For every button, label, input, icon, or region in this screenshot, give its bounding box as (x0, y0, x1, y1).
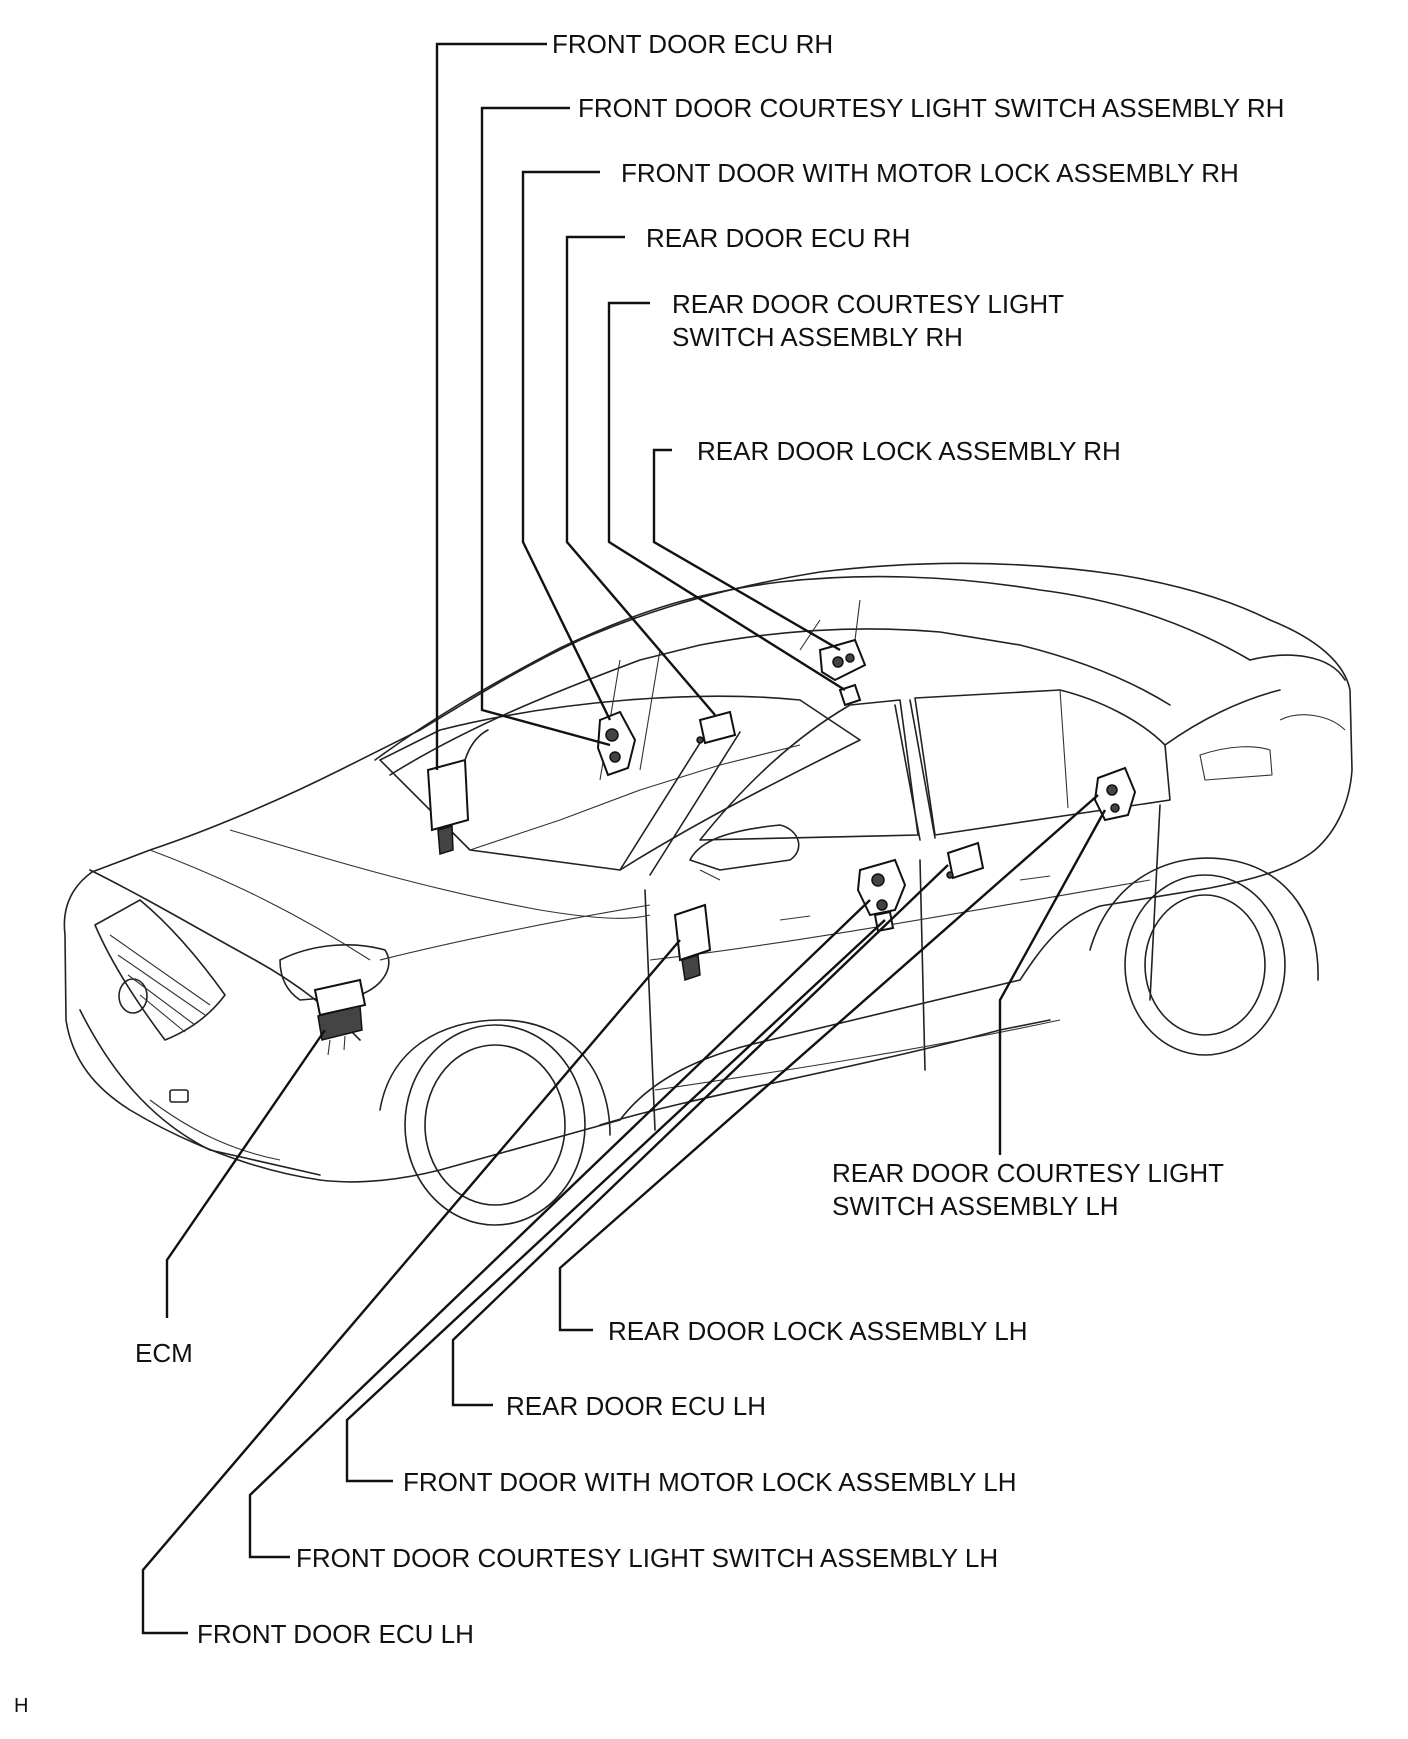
label-rear-door-ecu-rh: REAR DOOR ECU RH (646, 223, 910, 253)
label-rear-door-lock-rh: REAR DOOR LOCK ASSEMBLY RH (697, 436, 1121, 466)
label-front-door-motor-lock-lh: FRONT DOOR WITH MOTOR LOCK ASSEMBLY LH (403, 1467, 1017, 1497)
leader-front-door-courtesy-lh (248, 899, 871, 1559)
leader-rear-door-lock-rh (652, 448, 841, 652)
corner-mark: H (14, 1695, 28, 1717)
leader-front-door-motor-lock-lh (345, 919, 886, 1483)
rear-door-lock-lh-part (1093, 766, 1137, 822)
label-front-door-ecu-rh: FRONT DOOR ECU RH (552, 29, 833, 59)
leader-rear-door-ecu-lh (451, 864, 949, 1407)
label-front-door-courtesy-light-switch-rh: FRONT DOOR COURTESY LIGHT SWITCH ASSEMBL… (578, 93, 1284, 123)
leader-front-door-motor-lock-rh (521, 170, 612, 721)
label-front-door-ecu-lh: FRONT DOOR ECU LH (197, 1619, 474, 1649)
label-rear-door-courtesy-rh-line2: SWITCH ASSEMBLY RH (672, 322, 963, 352)
leader-front-door-ecu-rh (435, 42, 547, 770)
leader-rear-door-ecu-rh (565, 235, 716, 716)
leader-rear-door-courtesy-lh (998, 809, 1107, 1155)
label-front-door-motor-lock-rh: FRONT DOOR WITH MOTOR LOCK ASSEMBLY RH (621, 158, 1239, 188)
leader-rear-door-courtesy-rh (607, 301, 846, 692)
label-rear-door-courtesy-lh-line1: REAR DOOR COURTESY LIGHT (832, 1158, 1224, 1188)
front-door-ecu-lh-part (673, 903, 712, 981)
rear-door-ecu-rh-part (696, 710, 737, 745)
leader-lines (141, 42, 1107, 1635)
front-door-motor-lock-lh-part (856, 858, 907, 933)
label-ecm: ECM (135, 1338, 193, 1368)
ecm-part (313, 978, 367, 1056)
car-illustration (63, 562, 1353, 1226)
label-rear-door-ecu-lh: REAR DOOR ECU LH (506, 1391, 766, 1421)
label-front-door-courtesy-light-switch-lh: FRONT DOOR COURTESY LIGHT SWITCH ASSEMBL… (296, 1543, 998, 1573)
leader-rear-door-lock-lh (558, 794, 1099, 1332)
front-door-motor-lock-rh-part (596, 710, 637, 777)
front-door-ecu-rh-part (426, 729, 489, 855)
label-rear-door-courtesy-rh-line1: REAR DOOR COURTESY LIGHT (672, 289, 1064, 319)
callout-labels: FRONT DOOR ECU RH FRONT DOOR COURTESY LI… (14, 29, 1284, 1717)
rear-door-ecu-lh-part (946, 841, 985, 880)
label-rear-door-courtesy-lh-line2: SWITCH ASSEMBLY LH (832, 1191, 1119, 1221)
label-rear-door-lock-lh: REAR DOOR LOCK ASSEMBLY LH (608, 1316, 1028, 1346)
rear-door-lock-rh-part (818, 638, 867, 707)
leader-ecm (165, 1029, 326, 1318)
leader-front-door-courtesy-rh (480, 106, 611, 747)
leader-front-door-ecu-lh (141, 939, 681, 1635)
